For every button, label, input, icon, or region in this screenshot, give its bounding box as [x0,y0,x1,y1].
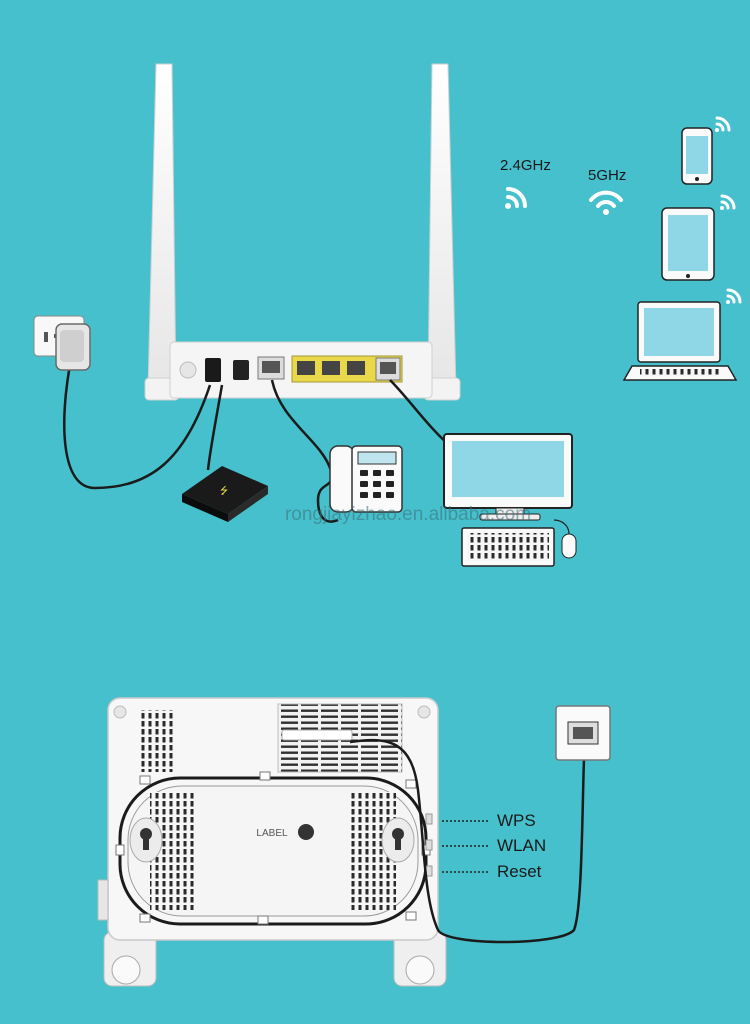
laptop-icon [622,301,738,381]
reset-button-label: Reset [497,862,542,881]
button-legend: WPS WLAN Reset [442,811,546,881]
usb-drive-icon: ⭍ [182,466,268,522]
wlan-button-label: WLAN [497,836,546,855]
label-text: LABEL [256,828,288,839]
power-port [205,358,221,382]
wps-button-label: WPS [497,811,536,830]
wifi-icon [715,116,731,132]
router-bottom-view: LABEL [97,697,447,987]
wall-mount-hole-left [129,817,163,863]
usb-cable [206,384,224,471]
wifi-icon [505,187,527,209]
desktop-computer-icon [443,433,577,567]
svg-text:⭍: ⭍ [220,485,228,497]
router-icon [144,63,461,401]
power-adapter-icon [55,323,91,371]
power-cable [63,364,212,490]
band-5ghz-label: 5GHz [588,167,626,184]
telephone-icon [329,445,403,513]
usb-port [233,360,249,380]
label-sticker-hole [298,824,314,840]
wifi-icon [589,190,623,215]
wall-socket-icon [555,705,611,761]
watermark: rongjiayizhao.en.alibaba.com [285,504,531,525]
lan-ports [291,355,403,383]
tablet-icon [661,207,715,281]
wifi-icon [720,194,736,210]
band-24ghz-label: 2.4GHz [500,157,551,174]
antenna-left [147,63,177,391]
smartphone-icon [681,127,713,185]
wall-mount-hole-right [381,817,415,863]
router-foot-left [103,931,157,987]
mouse-icon [561,533,577,559]
phone-cable [270,379,339,523]
wifi-icon [726,288,742,304]
antenna-right [427,63,457,391]
wan-cable-bottom [349,738,586,944]
